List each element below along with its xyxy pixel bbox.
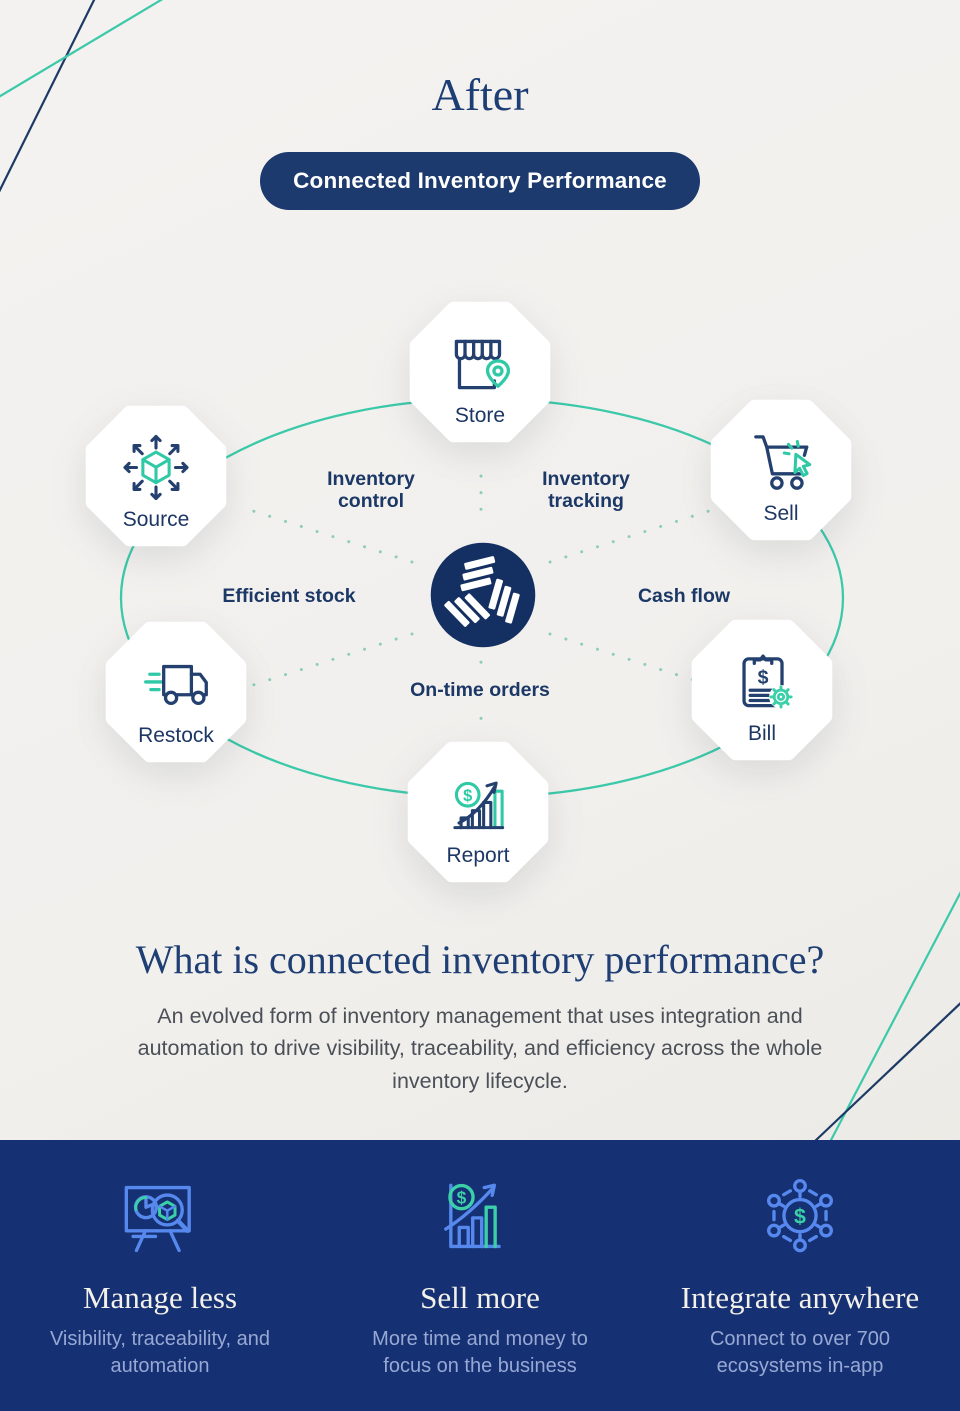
ring-label-inventory-control: Inventory control bbox=[327, 468, 415, 512]
distribution-cube-icon bbox=[123, 434, 189, 500]
feature-sell-more: $ Sell more More time and money to focus… bbox=[320, 1140, 640, 1411]
node-sell: Sell bbox=[705, 394, 857, 546]
node-store: Store bbox=[404, 296, 556, 448]
unleashed-logo-icon bbox=[430, 542, 536, 648]
page-title: After bbox=[431, 69, 529, 120]
svg-text:$: $ bbox=[794, 1204, 806, 1228]
feature-integrate-anywhere: $ Integrate anywhere Connect to over 700… bbox=[640, 1140, 960, 1411]
node-sell-label: Sell bbox=[763, 501, 799, 525]
header-badge: Connected Inventory Performance bbox=[260, 152, 700, 210]
ring-label-efficient-stock: Efficient stock bbox=[222, 585, 356, 607]
invoice-icon: $ bbox=[742, 653, 793, 709]
section-heading: What is connected inventory performance? bbox=[135, 937, 825, 982]
node-store-label: Store bbox=[454, 403, 506, 427]
analysis-board-icon bbox=[124, 1185, 191, 1253]
hexagon-badge bbox=[710, 399, 852, 541]
hexagon-badge bbox=[105, 621, 247, 763]
node-source: Source bbox=[80, 400, 232, 552]
cycle-diagram: Store bbox=[0, 290, 960, 900]
node-source-label: Source bbox=[122, 507, 190, 531]
store-icon bbox=[454, 339, 511, 389]
ring-label-on-time-orders: On-time orders bbox=[410, 679, 550, 701]
integration-network-icon: $ bbox=[767, 1178, 833, 1253]
feature-title: Manage less bbox=[82, 1280, 238, 1315]
header-badge-label: Connected Inventory Performance bbox=[293, 168, 667, 193]
ring-label-inventory-tracking: Inventory tracking bbox=[542, 468, 630, 512]
features-band: Manage less Visibility, traceability, an… bbox=[0, 1140, 960, 1411]
feature-manage-less: Manage less Visibility, traceability, an… bbox=[0, 1140, 320, 1411]
section-body: An evolved form of inventory management … bbox=[137, 1004, 823, 1093]
node-report-label: Report bbox=[446, 843, 510, 867]
svg-text:$: $ bbox=[463, 786, 472, 804]
feature-title: Integrate anywhere bbox=[680, 1280, 920, 1315]
svg-text:$: $ bbox=[758, 666, 769, 688]
node-restock: Restock bbox=[100, 616, 252, 768]
delivery-truck-icon bbox=[144, 664, 208, 705]
hexagon-badge bbox=[409, 301, 551, 443]
feature-title: Sell more bbox=[420, 1280, 540, 1315]
feature-description: Visibility, traceability, and automation bbox=[49, 1328, 271, 1377]
ring-label-cash-flow: Cash flow bbox=[637, 585, 731, 607]
node-bill: $ bbox=[686, 614, 838, 766]
growth-chart-icon: $ bbox=[453, 781, 505, 829]
node-report: $ Report bbox=[402, 736, 554, 888]
sales-growth-icon: $ bbox=[444, 1183, 501, 1249]
node-bill-label: Bill bbox=[747, 721, 776, 745]
svg-text:$: $ bbox=[457, 1188, 467, 1208]
feature-description: More time and money to focus on the busi… bbox=[372, 1328, 588, 1377]
node-restock-label: Restock bbox=[138, 723, 214, 747]
hub-logo bbox=[427, 539, 539, 651]
cart-icon bbox=[754, 434, 812, 490]
feature-description: Connect to over 700 ecosystems in-app bbox=[709, 1328, 891, 1377]
